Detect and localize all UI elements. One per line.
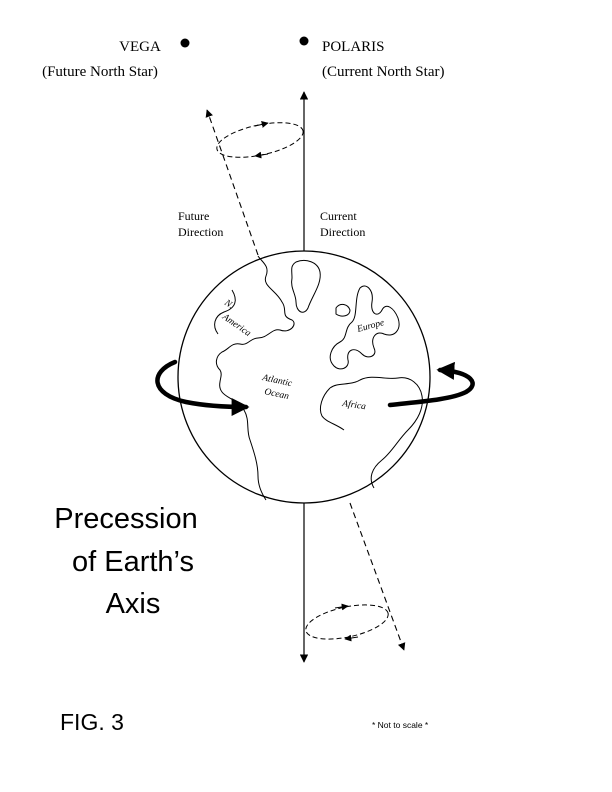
rotation-arrow-right (387, 361, 475, 408)
future-axis-top (205, 109, 259, 256)
future-direction-line1: Future (178, 209, 209, 223)
title-line2: of Earth’s (72, 546, 194, 578)
current-direction-line1: Current (320, 209, 357, 223)
future-axis-bottom (349, 502, 406, 651)
ellipse-top-arrow-lower (254, 151, 269, 159)
precession-ellipse-bottom (305, 604, 389, 640)
earth-continents (214, 255, 423, 501)
vega-note: (Future North Star) (42, 64, 158, 80)
figure-label: FIG. 3 (60, 709, 124, 735)
iceland (335, 303, 351, 317)
africa-label: Africa (341, 398, 367, 412)
vega-star (180, 38, 190, 48)
title-line1: Precession (54, 503, 197, 535)
title-line3: Axis (106, 588, 161, 620)
current-direction-line2: Direction (320, 225, 365, 239)
ellipse-bottom-arrow-upper (334, 603, 349, 611)
scale-note: * Not to scale * (372, 720, 429, 730)
ellipse-top-arrow-upper (254, 121, 269, 128)
earth-globe (177, 250, 431, 504)
africa-west-bulge (319, 387, 345, 431)
americas-coastline (215, 255, 295, 501)
future-direction-line2: Direction (178, 225, 223, 239)
n-america-label-line1: N. (221, 298, 235, 312)
rotation-arrow-left (155, 359, 250, 416)
polaris-star (299, 36, 309, 46)
africa-coastline (329, 376, 423, 489)
vega-label: VEGA (119, 39, 161, 55)
europe-coastline (329, 285, 400, 370)
polaris-note: (Current North Star) (322, 64, 444, 80)
polaris-label: POLARIS (322, 39, 385, 55)
greenland (291, 259, 321, 313)
ellipse-bottom-arrow-lower (344, 634, 359, 642)
precession-ellipse-top (216, 122, 304, 158)
hudson-bay (214, 289, 236, 335)
